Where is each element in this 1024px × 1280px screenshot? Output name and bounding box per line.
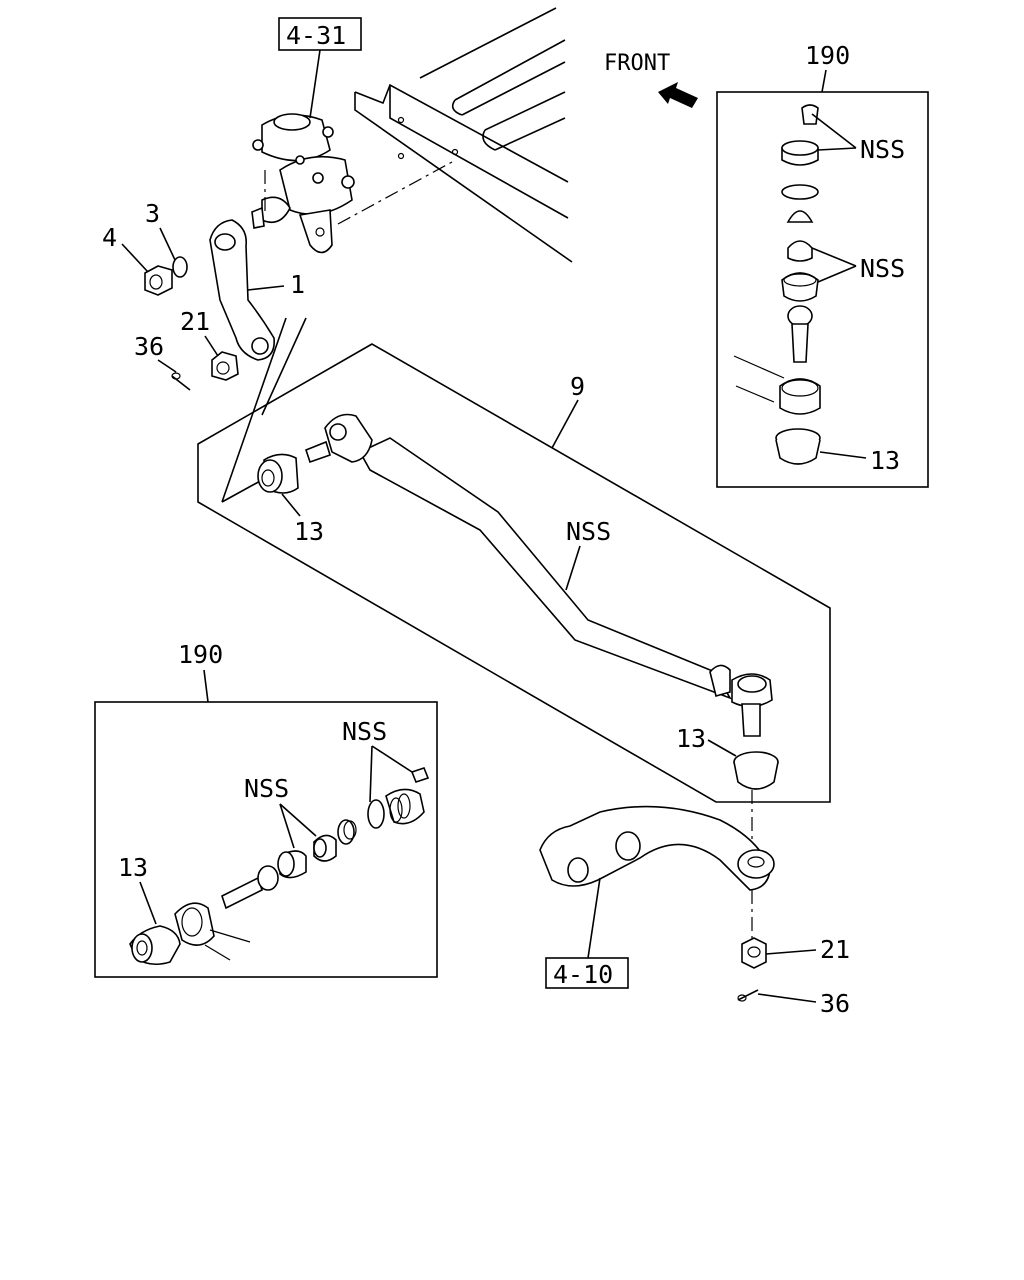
boot-lower-end [733, 751, 779, 840]
callout-boot-lower-end: 13 [676, 724, 706, 753]
callout-boot-left: 13 [294, 517, 324, 546]
nut-top [144, 265, 173, 296]
kit-boot: 13 [870, 446, 900, 475]
kit-nss-center: NSS [244, 774, 289, 803]
callout-castle-nut-top: 21 [180, 307, 210, 336]
callout-drag-link-assembly: 9 [570, 372, 585, 401]
frame-rail [337, 7, 573, 263]
castle-nut-top [211, 351, 239, 381]
drag-link-tube [305, 413, 773, 737]
cotter-pin-top [171, 372, 191, 391]
washer [172, 256, 188, 278]
knuckle-arm [539, 805, 775, 940]
steering-gear [251, 113, 355, 254]
kit-box-top-right: 190 NSS NSS 13 [716, 41, 929, 488]
reference-box-steering-gear: 4-31 [278, 17, 362, 119]
callout-nut-top: 4 [102, 223, 117, 252]
reference-box-knuckle: 4-10 [545, 877, 629, 989]
callout-pitman-arm: 1 [290, 270, 305, 299]
reference-label: 4-10 [553, 960, 613, 989]
boot-left [257, 453, 299, 494]
callout-washer: 3 [145, 199, 160, 228]
callout-cotter-pin-top: 36 [134, 332, 164, 361]
kit-nss-upper: NSS [860, 135, 905, 164]
cotter-pin-bottom [737, 989, 759, 1002]
kit-number: 190 [805, 41, 850, 70]
kit-boot: 13 [118, 853, 148, 882]
pitman-arm [209, 219, 275, 361]
callout-cotter-pin-bottom: 36 [820, 989, 850, 1018]
kit-box-bottom-left: 190 NSS NSS [94, 640, 438, 978]
kit-number: 190 [178, 640, 223, 669]
assembly-outline [197, 317, 831, 803]
callout-castle-nut-bottom: 21 [820, 935, 850, 964]
callout-drag-link-tube: NSS [566, 517, 611, 546]
reference-label: 4-31 [286, 21, 346, 50]
front-arrow-icon [658, 82, 698, 108]
kit-nss-middle: NSS [860, 254, 905, 283]
kit-nss-right: NSS [342, 717, 387, 746]
castle-nut-bottom [741, 937, 767, 969]
direction-label: FRONT [604, 51, 670, 76]
